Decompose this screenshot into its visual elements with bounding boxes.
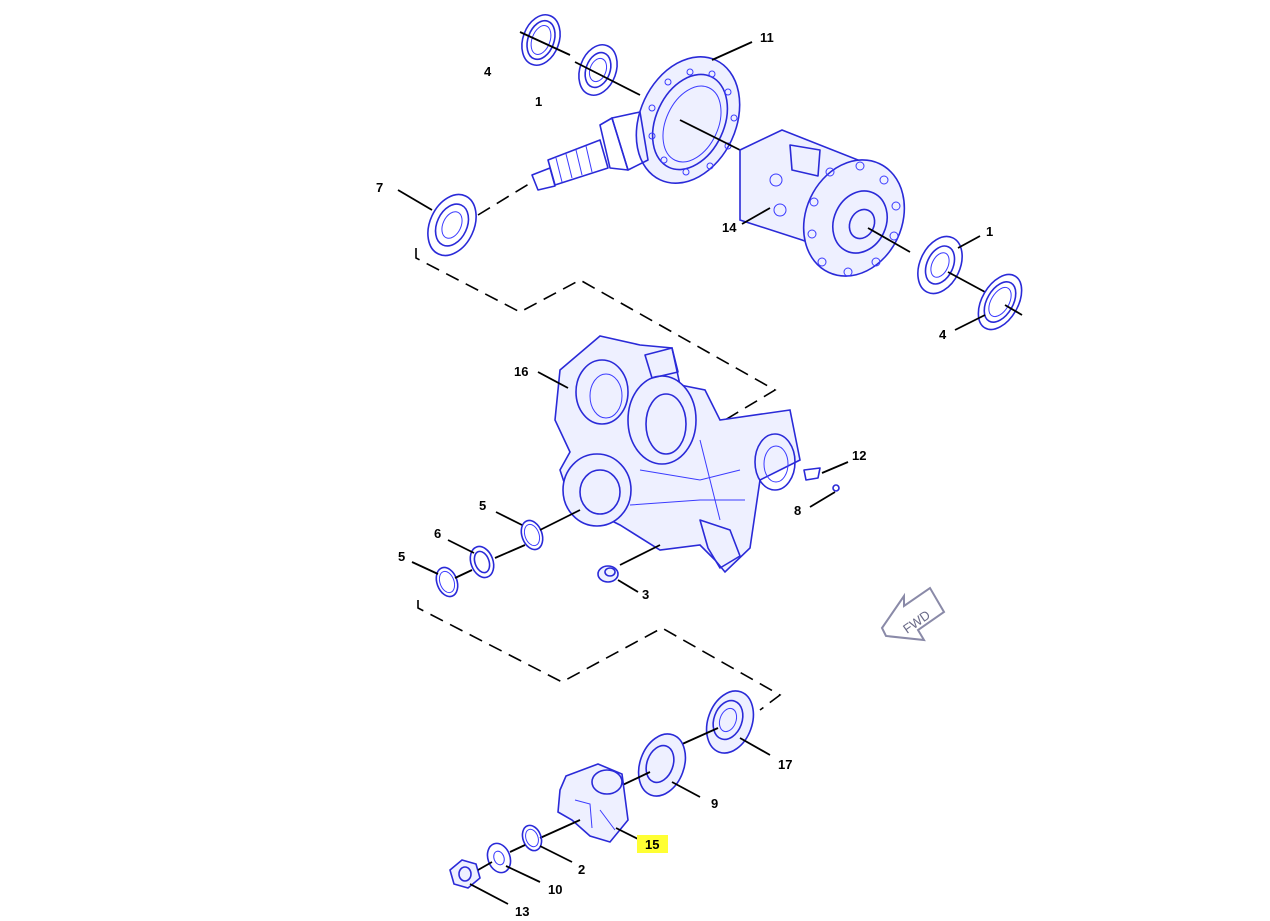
callout-6[interactable]: 6 <box>434 526 441 541</box>
callout-5-lower[interactable]: 5 <box>398 549 405 564</box>
callout-15-highlight <box>637 835 668 853</box>
callout-11[interactable]: 11 <box>760 30 774 45</box>
callout-1-right[interactable]: 1 <box>986 224 993 239</box>
callout-16[interactable]: 16 <box>514 364 528 379</box>
part-6-seal[interactable] <box>466 543 498 581</box>
part-13-nut[interactable] <box>449 859 481 889</box>
part-16-axle-housing[interactable] <box>554 335 801 574</box>
part-1-bearing-right[interactable] <box>909 229 971 300</box>
part-10-washer[interactable] <box>484 840 515 876</box>
part-4-spline-ring-top[interactable] <box>515 9 567 70</box>
part-15-pinion-flange[interactable] <box>557 763 629 843</box>
callout-3[interactable]: 3 <box>642 587 649 602</box>
callout-2[interactable]: 2 <box>578 862 585 877</box>
part-5-o-ring-upper[interactable] <box>517 517 546 552</box>
callout-4-top[interactable]: 4 <box>484 64 492 79</box>
part-5-o-ring-lower[interactable] <box>432 564 461 599</box>
fwd-direction-arrow: FWD <box>880 586 946 642</box>
callout-7[interactable]: 7 <box>376 180 383 195</box>
callout-1-top[interactable]: 1 <box>535 94 542 109</box>
part-11-ring-gear[interactable] <box>617 40 760 200</box>
part-3-drain-plug[interactable] <box>597 565 619 583</box>
callout-8[interactable]: 8 <box>794 503 801 518</box>
part-2-o-ring[interactable] <box>519 823 545 854</box>
callout-12[interactable]: 12 <box>852 448 866 463</box>
callout-10[interactable]: 10 <box>548 882 562 897</box>
assembly-path-upper <box>415 248 777 421</box>
callout-13[interactable]: 13 <box>515 904 529 919</box>
callout-9[interactable]: 9 <box>711 796 718 811</box>
part-8-bolt[interactable] <box>832 484 840 492</box>
callout-4-right[interactable]: 4 <box>939 327 947 342</box>
part-7-bearing[interactable] <box>419 187 486 264</box>
part-4-spline-ring-right[interactable] <box>969 267 1030 337</box>
part-17-oil-seal[interactable] <box>698 684 761 759</box>
part-12-bracket[interactable] <box>803 467 821 481</box>
part-14-differential-case[interactable] <box>739 129 923 293</box>
callout-14[interactable]: 14 <box>722 220 737 235</box>
part-9-bearing[interactable] <box>630 727 693 802</box>
part-1-bearing-top[interactable] <box>572 39 624 100</box>
callout-17[interactable]: 17 <box>778 757 792 772</box>
pinion-shaft <box>531 111 649 191</box>
callout-5-upper[interactable]: 5 <box>479 498 486 513</box>
callout-15[interactable]: 15 <box>645 837 659 852</box>
assembly-path-lower <box>417 600 782 711</box>
